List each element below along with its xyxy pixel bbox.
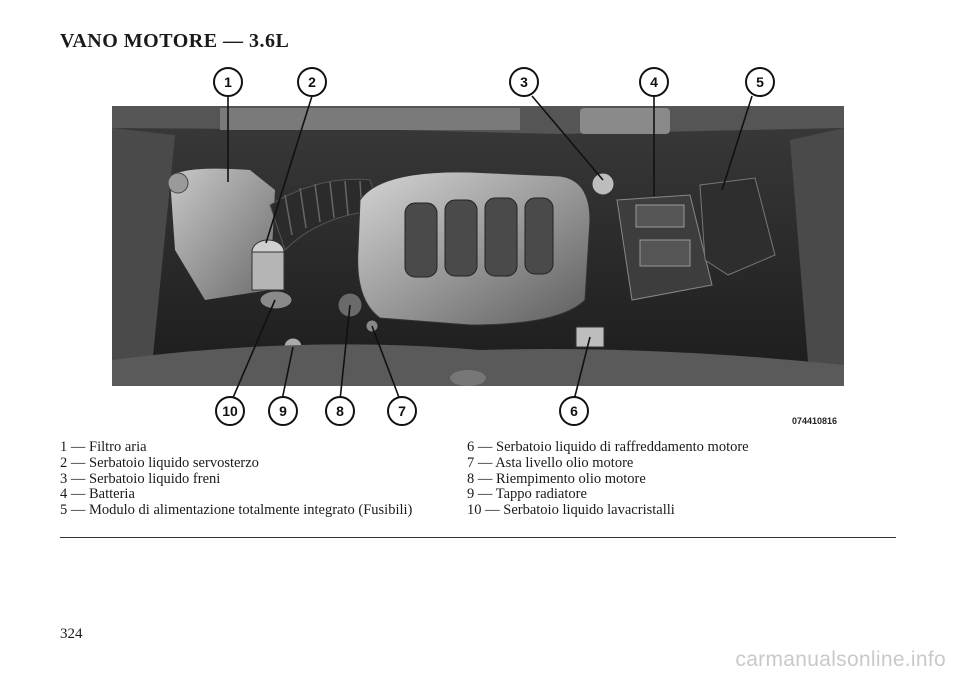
callout-label: 8 [336,403,344,419]
callout-1: 1 [213,67,243,97]
legend-item: 2 — Serbatoio liquido servosterzo [60,454,259,471]
engine-bay-figure: 1 2 3 4 5 10 9 8 7 6 074410816 [112,67,844,426]
legend-item: 7 — Asta livello olio motore [467,454,634,471]
legend-item: 10 — Serbatoio liquido lavacristalli [467,502,675,519]
page-title: VANO MOTORE — 3.6L [60,30,290,52]
callout-5: 5 [745,67,775,97]
legend-item: 4 — Batteria [60,486,135,503]
callout-label: 4 [650,74,658,90]
legend-item: 8 — Riempimento olio motore [467,470,646,487]
callout-6: 6 [559,396,589,426]
callout-2: 2 [297,67,327,97]
legend-right-column: 6 — Serbatoio liquido di raffreddamento … [467,439,907,519]
callout-label: 10 [222,403,238,419]
legend-item: 6 — Serbatoio liquido di raffreddamento … [467,439,749,455]
callout-label: 7 [398,403,406,419]
callout-label: 5 [756,74,764,90]
callout-8: 8 [325,396,355,426]
engine-bay-photo [112,106,844,386]
callout-10: 10 [215,396,245,426]
leader-lines [227,95,753,401]
legend-item: 1 — Filtro aria [60,439,147,455]
legend-item: 5 — Modulo di alimentazione totalmente i… [60,502,413,519]
callout-label: 1 [224,74,232,90]
callout-label: 3 [520,74,528,90]
callout-label: 6 [570,403,578,419]
figure-code: 074410816 [792,416,837,426]
horizontal-rule [60,537,896,538]
callout-7: 7 [387,396,417,426]
page-number: 324 [60,626,83,642]
callout-label: 9 [279,403,287,419]
legend-item: 3 — Serbatoio liquido freni [60,470,221,487]
callout-label: 2 [308,74,316,90]
legend-left-column: 1 — Filtro aria 2 — Serbatoio liquido se… [60,439,460,519]
callout-4: 4 [639,67,669,97]
watermark: carmanualsonline.info [735,648,946,671]
callout-3: 3 [509,67,539,97]
legend-item: 9 — Tappo radiatore [467,486,587,503]
callout-9: 9 [268,396,298,426]
